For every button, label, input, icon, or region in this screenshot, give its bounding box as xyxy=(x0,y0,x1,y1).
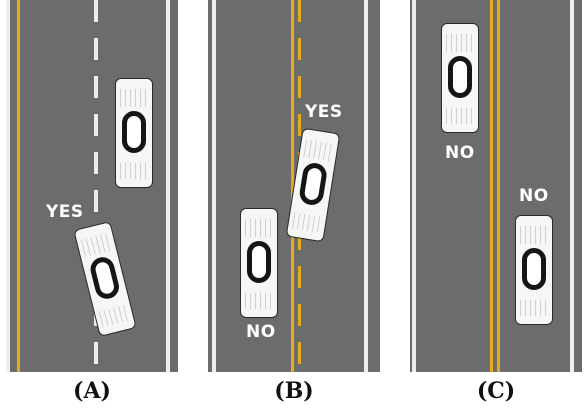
caption-c: (C) xyxy=(476,378,516,404)
left-edge-line xyxy=(6,0,10,372)
yes-label: YES xyxy=(305,102,343,122)
yellow-center-line xyxy=(17,0,20,372)
car-passing xyxy=(115,78,153,188)
yes-label: YES xyxy=(46,202,84,222)
caption-a: (A) xyxy=(73,378,111,404)
white-dashed-lane-line xyxy=(94,0,98,372)
caption-b: (B) xyxy=(274,378,314,404)
road-panel-a: YES xyxy=(6,0,178,372)
car-no xyxy=(240,208,278,318)
road-panel-b: YES NO xyxy=(208,0,380,372)
no-label: NO xyxy=(246,322,276,342)
right-edge-line xyxy=(166,0,170,372)
road-panel-c: NO NO xyxy=(410,0,582,372)
no-label-top: NO xyxy=(445,143,475,163)
no-label-bottom: NO xyxy=(519,186,549,206)
right-edge-line xyxy=(364,0,368,372)
yellow-double-center-line-1 xyxy=(490,0,493,372)
car-no-bottom xyxy=(515,215,553,325)
car-returning-yes xyxy=(73,221,137,337)
car-no-top xyxy=(441,23,479,133)
left-edge-line xyxy=(412,0,416,372)
yellow-double-center-line-2 xyxy=(497,0,500,372)
right-edge-line xyxy=(570,0,574,372)
left-edge-line xyxy=(212,0,216,372)
